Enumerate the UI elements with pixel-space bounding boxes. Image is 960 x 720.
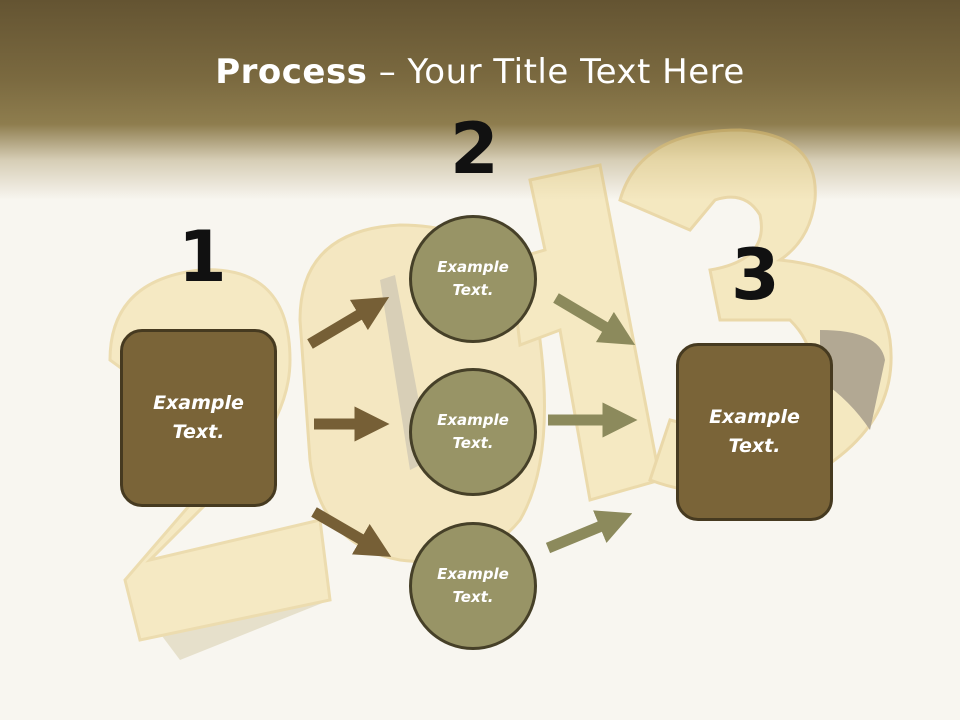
arrow-left-to-bottom xyxy=(311,507,392,557)
circle-bottom-text: Example Text. xyxy=(437,565,509,606)
circle-middle-text: Example Text. xyxy=(437,411,509,452)
step-2-circle-top[interactable]: Example Text. xyxy=(409,215,537,343)
arrow-left-to-top xyxy=(307,297,390,349)
circle-top-text: Example Text. xyxy=(437,258,509,299)
digit-3-shade xyxy=(820,330,885,430)
slide-title: Process – Your Title Text Here xyxy=(0,52,960,92)
title-rest: – Your Title Text Here xyxy=(367,52,745,92)
title-bold: Process xyxy=(215,52,368,92)
step-number-2: 2 xyxy=(450,108,499,190)
step-number-1: 1 xyxy=(178,216,227,298)
step-1-box-text: Example Text. xyxy=(153,392,244,443)
arrow-top-to-right xyxy=(553,293,636,345)
step-2-circle-middle[interactable]: Example Text. xyxy=(409,368,537,496)
step-number-3: 3 xyxy=(731,234,780,316)
step-3-box[interactable]: Example Text. xyxy=(676,343,833,521)
step-1-box[interactable]: Example Text. xyxy=(120,329,277,507)
step-2-circle-bottom[interactable]: Example Text. xyxy=(409,522,537,650)
arrow-bottom-to-right xyxy=(545,510,633,554)
step-3-box-text: Example Text. xyxy=(709,406,800,457)
